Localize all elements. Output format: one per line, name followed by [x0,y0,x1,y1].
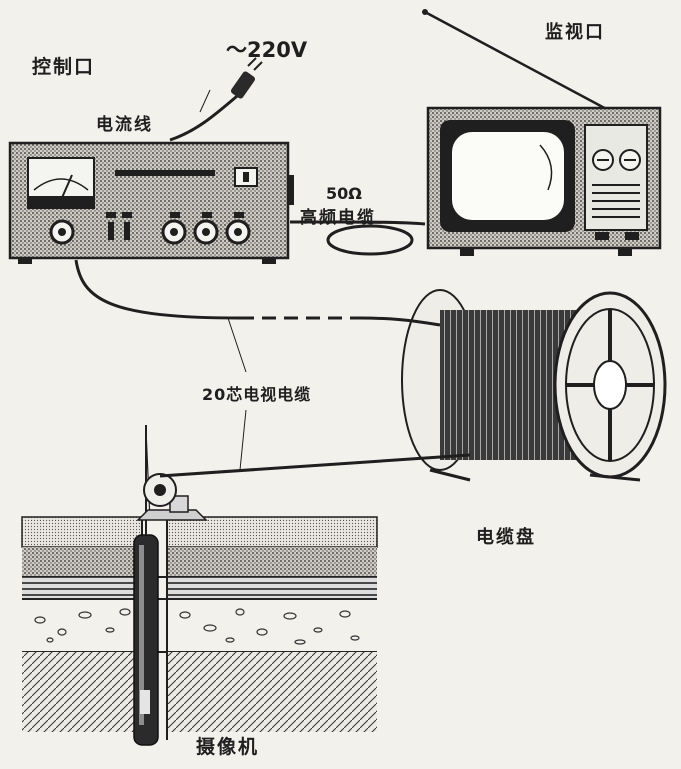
label-rf-cable: 高频电缆 [300,208,376,228]
label-control-unit: 控制口 [32,56,96,78]
borehole-camera [133,500,159,746]
ground-strata [21,516,378,732]
tv-cable [74,259,471,478]
cable-reel [401,289,667,482]
label-power: ～220V [226,38,308,62]
pulley [136,425,208,521]
label-tv-cable: 20芯电视电缆 [202,385,312,404]
label-cable-reel: 电缆盘 [476,527,536,548]
label-monitor: 监视口 [545,22,605,43]
rf-cable [290,220,426,256]
tv-monitor [422,9,662,256]
power-plug [169,57,263,142]
label-impedance: 50Ω [326,184,362,203]
label-leader-lines [199,89,247,471]
control-box [8,141,294,264]
label-power-cable: 电流线 [96,115,153,135]
label-camera: 摄像机 [196,736,260,758]
